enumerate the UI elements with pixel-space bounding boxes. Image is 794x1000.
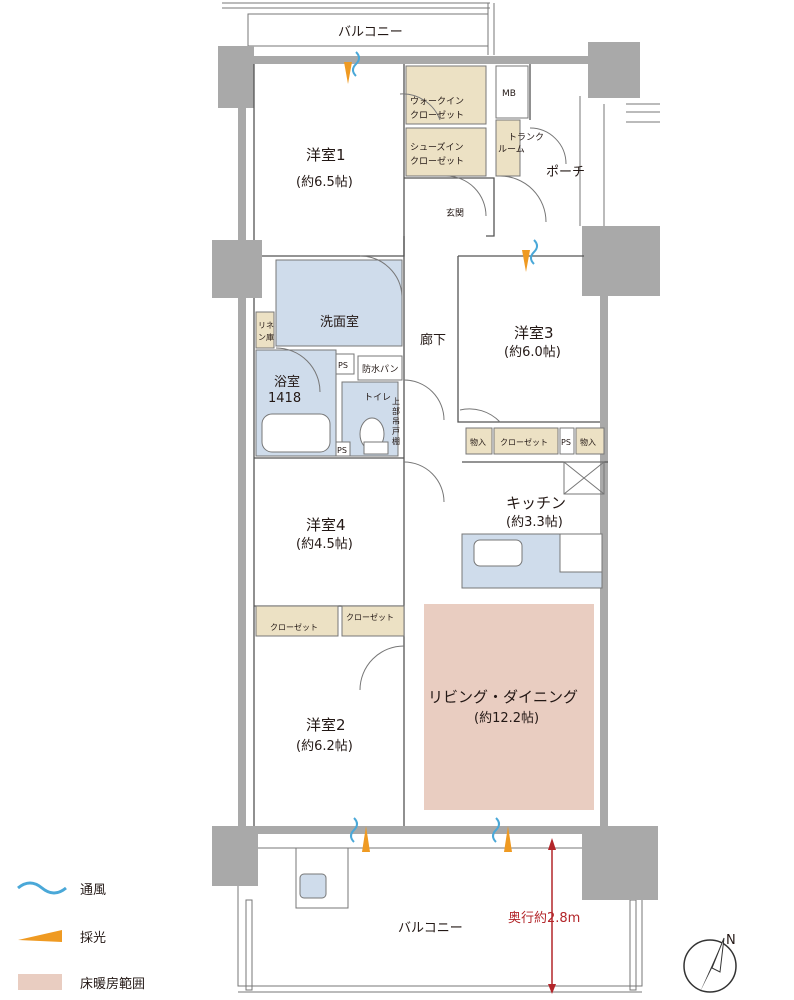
floor-heating-icon xyxy=(18,974,62,990)
depth-label: 奥行約2.8m xyxy=(508,911,580,926)
structural-walls xyxy=(212,42,660,900)
compass: N xyxy=(683,933,737,993)
door-swings xyxy=(275,93,567,691)
walkin-closet-label-1: ウォークイン xyxy=(410,96,464,107)
upper-shelf-4: 戸 xyxy=(392,427,400,436)
upper-shelf-1: 上 xyxy=(392,397,400,406)
kitchen-size: (約3.3帖) xyxy=(506,515,563,530)
ps-label-3: PS xyxy=(561,438,571,447)
trunk-room-label-2: ルーム xyxy=(498,144,525,155)
floor-heating-zone xyxy=(424,604,594,810)
depth-dimension xyxy=(548,838,556,994)
legend-daylight-label: 採光 xyxy=(80,931,106,946)
mb-label: MB xyxy=(502,89,516,99)
daylight-icon xyxy=(18,930,62,942)
balcony-top-label: バルコニー xyxy=(338,25,403,40)
shoesin-closet-label-2: クローゼット xyxy=(410,155,464,167)
balcony-bottom xyxy=(237,847,643,993)
upper-shelf-2: 部 xyxy=(392,406,400,416)
airflow-markers xyxy=(344,51,538,852)
shoesin-closet-label-1: シューズイン xyxy=(410,141,464,153)
linen-label-1: リネ xyxy=(258,321,274,330)
upper-shelf-5: 棚 xyxy=(392,436,400,446)
closet-label-room2: クローゼット xyxy=(270,622,318,632)
entrance-label: 玄関 xyxy=(446,207,464,219)
balcony-bottom-label: バルコニー xyxy=(398,921,463,936)
walkin-closet-label-2: クローゼット xyxy=(410,109,464,121)
room2-name: 洋室2 xyxy=(306,716,346,734)
ventilation-icon xyxy=(17,881,67,895)
room1-size: (約6.5帖) xyxy=(296,175,353,190)
waterproof-pan-label: 防水パン xyxy=(362,363,398,375)
living-dining-size: (約12.2帖) xyxy=(474,711,539,726)
upper-shelf-3: 吊 xyxy=(392,417,400,426)
closet-label-room4: クローゼット xyxy=(346,612,394,622)
balcony-top xyxy=(222,2,495,55)
ps-label-1: PS xyxy=(338,361,348,370)
room3-name: 洋室3 xyxy=(514,324,554,342)
legend-floor-heating-label: 床暖房範囲 xyxy=(80,976,145,992)
room4-size: (約4.5帖) xyxy=(296,537,353,552)
bathroom-size: 1418 xyxy=(268,391,301,406)
trunk-room-label-1: トランク xyxy=(508,132,544,143)
wet-areas xyxy=(255,259,605,589)
room3-size: (約6.0帖) xyxy=(504,345,561,360)
linen-label-2: ン庫 xyxy=(258,332,274,342)
washroom-label: 洗面室 xyxy=(320,314,359,330)
room2-size: (約6.2帖) xyxy=(296,739,353,754)
room1-name: 洋室1 xyxy=(306,146,346,164)
porch-label: ポーチ xyxy=(546,165,585,180)
kitchen-name: キッチン xyxy=(506,494,566,512)
ps-label-2: PS xyxy=(337,446,347,455)
storage-label-2: 物入 xyxy=(580,437,596,447)
legend-ventilation-label: 通風 xyxy=(80,883,106,898)
legend: 通風 採光 床暖房範囲 xyxy=(17,881,145,992)
room4-name: 洋室4 xyxy=(306,516,346,534)
toilet-label: トイレ xyxy=(364,393,391,403)
compass-north-label: N xyxy=(726,933,736,948)
bathroom-name: 浴室 xyxy=(274,374,300,390)
hallway-label: 廊下 xyxy=(420,332,446,348)
closet-label-kitchen: クローゼット xyxy=(500,437,548,447)
closets xyxy=(255,65,605,637)
storage-label-1: 物入 xyxy=(470,437,486,447)
living-dining-name: リビング・ダイニング xyxy=(428,688,578,706)
